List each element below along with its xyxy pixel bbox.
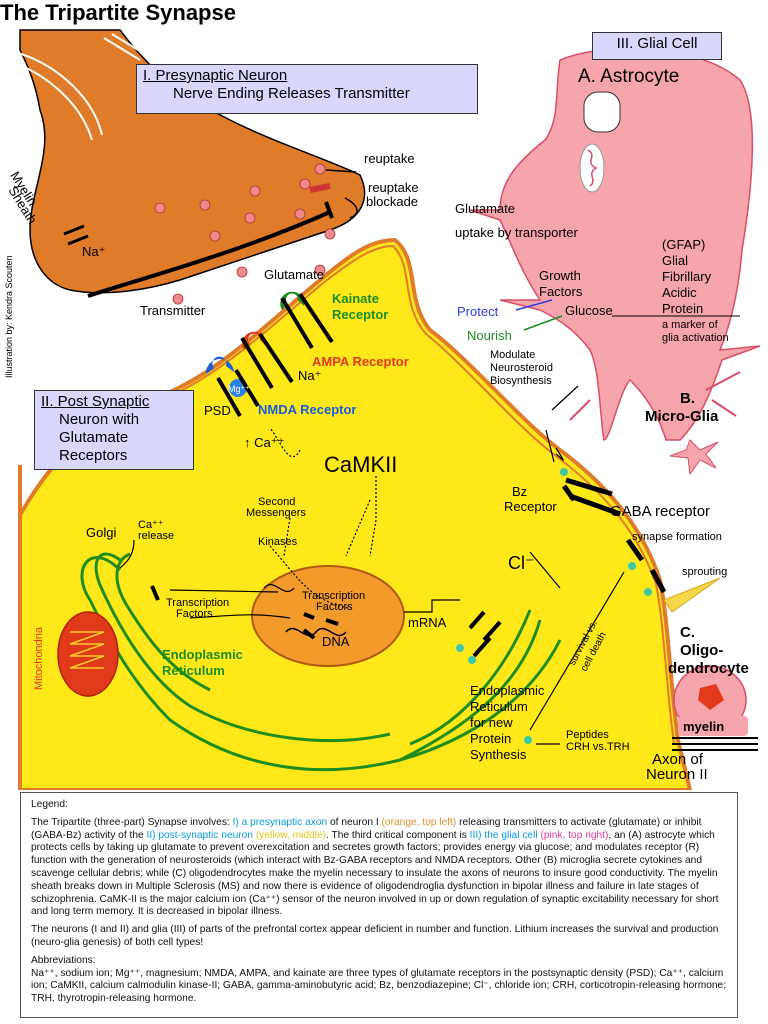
er-label: Endoplasmic [162,647,243,662]
transmitter-label: Transmitter [140,303,206,318]
svg-text:Reticulum: Reticulum [162,663,225,678]
page-title: The Tripartite Synapse [0,0,236,25]
gfap-label: (GFAP) [662,237,705,252]
svg-text:Factors: Factors [176,608,213,620]
synapse-diagram: Myelin Sheath Na⁺ reuptake reuptake bloc… [4,29,761,790]
kainate-label: Kainate [332,291,379,306]
na-pre-label: Na⁺ [82,244,105,259]
gaba-receptor [561,477,621,517]
mitochondria [57,611,119,697]
presynaptic-box: I. Presynaptic Neuron Nerve Ending Relea… [136,64,478,114]
svg-text:Receptor: Receptor [332,307,388,322]
svg-text:Micro-Glia: Micro-Glia [645,408,719,425]
svg-text:Protein: Protein [470,731,511,746]
dna-label: DNA [322,634,350,649]
astrocyte [469,47,761,441]
svg-text:Acidic: Acidic [662,285,697,300]
legend: Legend: The Tripartite (three-part) Syna… [20,792,738,1018]
svg-text:Receptor: Receptor [504,499,557,514]
legend-paragraph-1: The Tripartite (three-part) Synapse invo… [31,816,719,918]
myelin-label: myelin [683,719,724,734]
svg-text:Synthesis: Synthesis [470,747,527,762]
kainate-receptor [280,291,334,350]
ca-label: ↑ Ca⁺⁺ [244,435,284,450]
transcription-factors-1-label: Transcription [166,597,229,609]
er-new-label: Endoplasmic [470,683,545,698]
legend-heading: Legend: [31,799,68,810]
svg-text:blockade: blockade [366,194,418,209]
protect-label: Protect [457,304,499,319]
svg-text:uptake by transporter: uptake by transporter [455,225,579,240]
reuptake-label: reuptake [364,151,415,166]
oligodendrocyte-label: C. [680,624,695,641]
glutamate-uptake-label: Glutamate [455,201,515,216]
svg-text:release: release [138,530,174,542]
svg-text:Messengers: Messengers [246,507,306,519]
transcription-factors-2-label: Transcription [302,590,365,602]
abbreviations-text: Na⁺⁺, sodium ion; Mg⁺⁺, magnesium; NMDA,… [31,967,727,1005]
postsynaptic-box: II. Post Synaptic Neuron with Glutamate … [34,390,194,470]
svg-text:Protein: Protein [662,301,703,316]
kinases-label: Kinases [258,536,298,548]
nmda-label: NMDA Receptor [258,402,356,417]
second-messengers-label: Second [258,496,295,508]
legend-paragraph-2: The neurons (I and II) and glia (III) of… [31,924,719,948]
mg-label: Mg⁺⁺ [228,384,250,394]
ca-release-label: Ca⁺⁺ [138,519,164,531]
cl-label: Cl⁻ [508,553,535,573]
astrocyte-label: A. Astrocyte [578,66,679,87]
svg-text:glia activation: glia activation [662,332,729,344]
svg-text:dendrocyte: dendrocyte [668,660,749,677]
growth-factors-label: Growth [539,268,581,283]
svg-text:Glial: Glial [662,253,688,268]
bz-label: Bz [512,484,527,499]
svg-text:Factors: Factors [539,284,583,299]
glial-cell-box: III. Glial Cell [592,32,722,60]
nmda-receptor [205,356,260,418]
svg-text:a marker of: a marker of [662,319,719,331]
glutamate-pre-label: Glutamate [264,267,324,282]
svg-text:CRH vs.TRH: CRH vs.TRH [566,741,630,753]
peptides-label: Peptides [566,729,609,741]
vesicles [154,163,547,305]
glucose-label: Glucose [565,303,613,318]
synapse-formation-label: synapse formation [632,531,722,543]
gaba-label: GABA receptor [610,503,710,520]
na-post-label: Na⁺ [298,368,321,383]
microglia [669,439,719,476]
camkii-label: CaMKII [324,452,397,477]
axon-label: Axon of [652,751,704,768]
mitochondria-label: Mitochondria [33,626,45,690]
svg-text:Reticulum: Reticulum [470,699,528,714]
modulate-label: Modulate [490,349,535,361]
svg-text:Factors: Factors [316,601,353,613]
svg-text:Biosynthesis: Biosynthesis [490,375,552,387]
mrna-label: mRNA [408,615,447,630]
abbreviations-heading: Abbreviations: [31,954,96,966]
sprouting-label: sprouting [682,566,727,578]
ampa-label: AMPA Receptor [312,354,409,369]
micro-glia-label: B. [680,390,695,407]
reuptake-blockade-label: reuptake [368,180,419,195]
psd-label: PSD [204,403,231,418]
svg-text:Neurosteroid: Neurosteroid [490,362,553,374]
illustration-credit: Illustration by: Kendra Scouten [4,255,14,378]
svg-text:for new: for new [470,715,513,730]
presynaptic-neuron [19,29,366,294]
nourish-label: Nourish [467,328,512,343]
ampa-receptor [240,331,294,390]
golgi-label: Golgi [86,525,116,540]
svg-text:Oligo-: Oligo- [680,642,723,659]
svg-text:Fibrillary: Fibrillary [662,269,712,284]
svg-text:Neuron II: Neuron II [646,766,708,783]
